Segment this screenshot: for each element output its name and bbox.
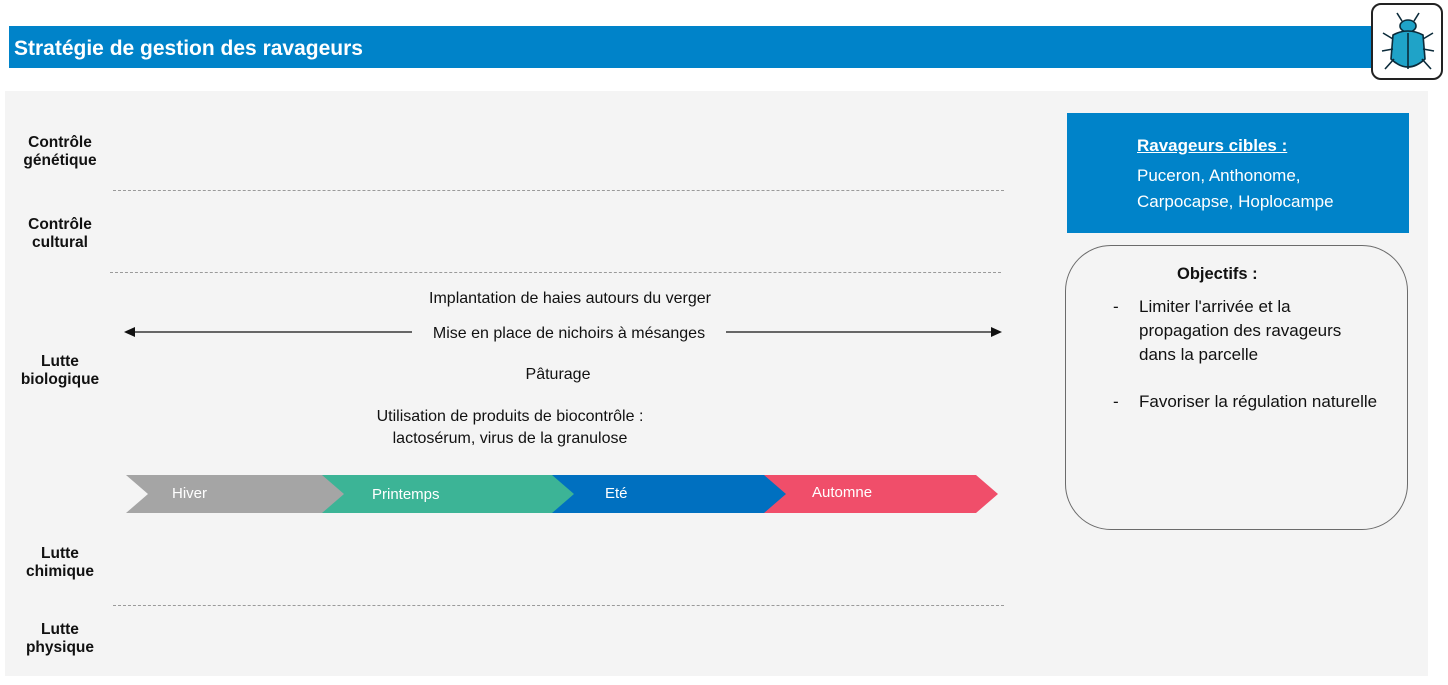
- timeline-double-arrow: [124, 327, 1002, 337]
- row-divider: [110, 272, 1001, 273]
- season-label-automne: Automne: [812, 484, 873, 501]
- objective-bullet: -: [1113, 392, 1119, 411]
- row-label-line: biologique: [20, 371, 100, 388]
- row-label-line: physique: [25, 639, 95, 656]
- season-label-printemps: Printemps: [372, 486, 440, 503]
- season-chevron-hiver: [126, 475, 350, 513]
- row-label-cultural: Contrôle cultural: [5, 216, 115, 252]
- page-title: Stratégie de gestion des ravageurs: [9, 26, 1371, 68]
- target-pests-heading: Ravageurs cibles :: [1137, 136, 1288, 155]
- season-label-hiver: Hiver: [172, 485, 208, 502]
- action-biocontrole: Utilisation de produits de biocontrôle :…: [310, 406, 710, 450]
- logo: [1371, 3, 1443, 80]
- objectives-box: Objectifs : - Limiter l'arrivée et la pr…: [1065, 245, 1408, 530]
- biocontrole-line: lactosérum, virus de la granulose: [392, 430, 628, 447]
- target-pests-line: Carpocapse, Hoplocampe: [1137, 192, 1334, 211]
- row-label-physique: Lutte physique: [5, 621, 115, 657]
- target-pests-box: Ravageurs cibles : Puceron, Anthonome, C…: [1067, 113, 1409, 233]
- season-chevron-automne: [764, 475, 998, 513]
- row-label-biologique: Lutte biologique: [5, 353, 115, 389]
- biocontrole-line: Utilisation de produits de biocontrôle :: [376, 408, 644, 425]
- target-pests-line: Puceron, Anthonome,: [1137, 166, 1301, 185]
- row-label-line: Contrôle: [28, 134, 92, 151]
- action-haies: Implantation de haies autours du verger: [429, 290, 711, 307]
- season-chevron-ete: [552, 475, 788, 513]
- beetle-icon: [1381, 12, 1435, 70]
- row-label-line: Contrôle: [28, 216, 92, 233]
- row-label-line: Lutte: [41, 545, 79, 562]
- row-label-line: cultural: [32, 234, 88, 251]
- row-divider: [113, 190, 1004, 191]
- row-divider: [113, 605, 1004, 606]
- objective-text: Favoriser la régulation naturelle: [1139, 392, 1378, 411]
- season-timeline: [126, 475, 998, 513]
- season-chevron-printemps: [322, 475, 576, 513]
- action-paturage: Pâturage: [525, 366, 591, 383]
- objectives-heading: Objectifs :: [1177, 265, 1258, 283]
- row-label-line: chimique: [25, 563, 95, 580]
- row-label-line: Lutte: [41, 621, 79, 638]
- objective-bullet: -: [1113, 297, 1119, 316]
- action-nichoirs: Mise en place de nichoirs à mésanges: [432, 325, 706, 342]
- objective-text: Limiter l'arrivée et la propagation des …: [1139, 297, 1342, 364]
- row-label-chimique: Lutte chimique: [5, 545, 115, 581]
- row-label-genetique: Contrôle génétique: [5, 134, 115, 170]
- row-label-line: Lutte: [41, 353, 79, 370]
- season-label-ete: Eté: [605, 485, 628, 502]
- row-label-line: génétique: [23, 152, 97, 169]
